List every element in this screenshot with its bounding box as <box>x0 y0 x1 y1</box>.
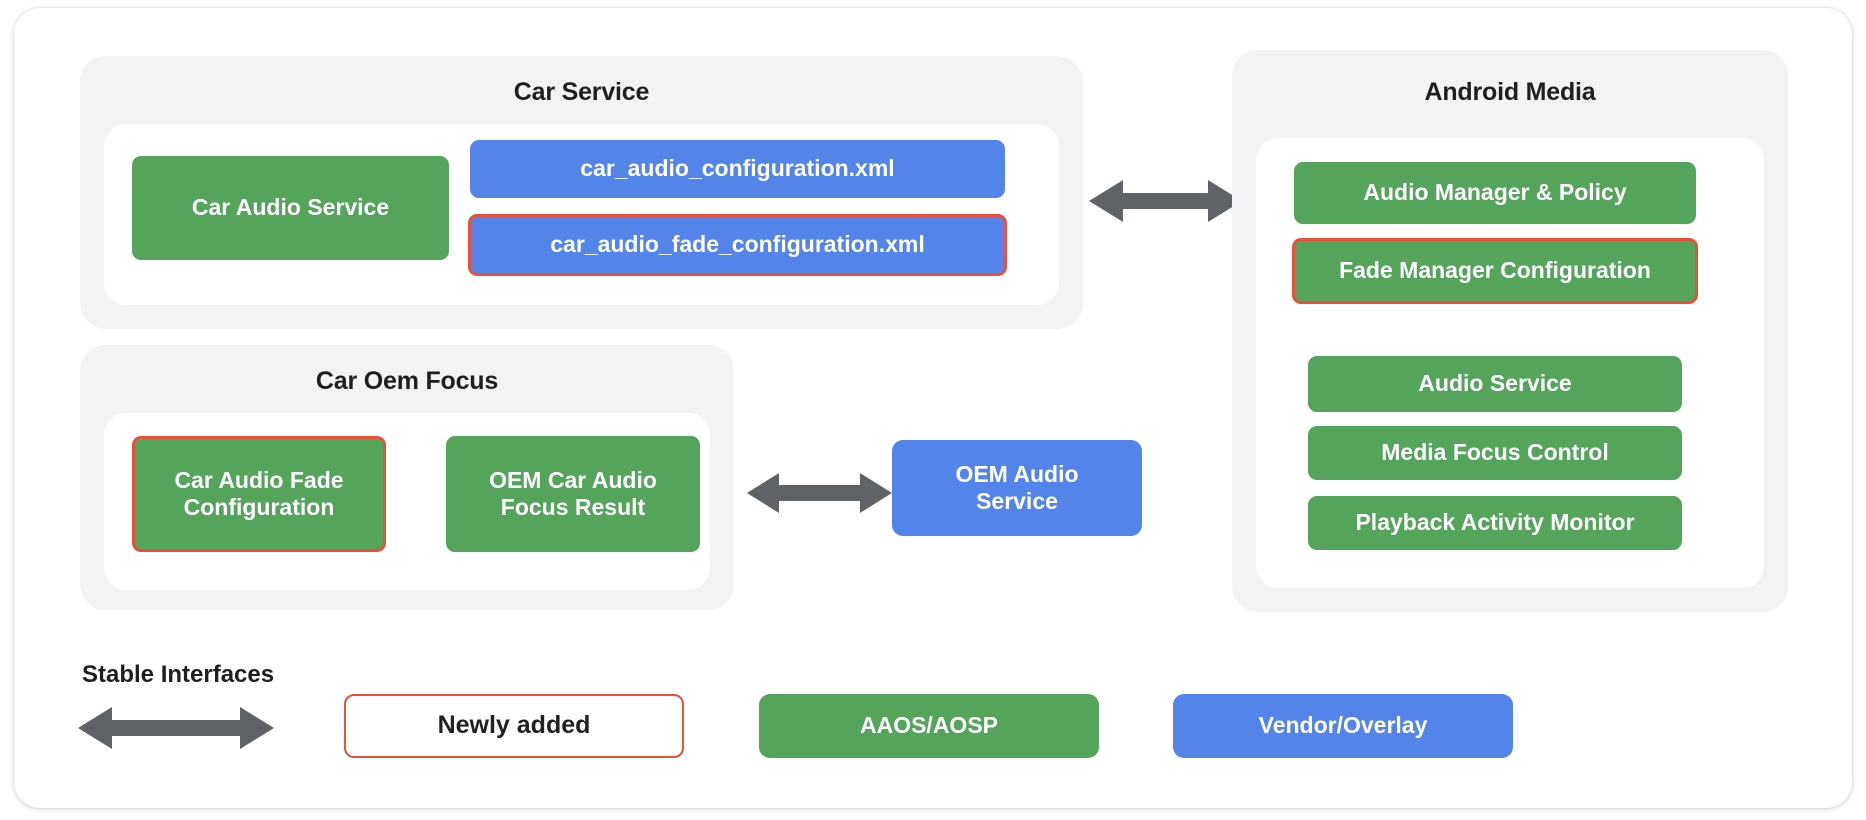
node-car-audio-fade-configuration-xml-label: car_audio_fade_configuration.xml <box>550 231 925 258</box>
node-audio-manager-and-policy[interactable]: Audio Manager & Policy <box>1294 162 1696 224</box>
node-oem-audio-service-label: OEM Audio Service <box>955 460 1079 514</box>
legend-item-vendor-overlay[interactable]: Vendor/Overlay <box>1173 694 1513 758</box>
node-playback-activity-monitor[interactable]: Playback Activity Monitor <box>1308 496 1682 550</box>
node-car-audio-service[interactable]: Car Audio Service <box>132 156 449 260</box>
group-car-oem-focus: Car Oem Focus Car Audio Fade Configurati… <box>80 345 734 610</box>
legend-stable-interfaces-label: Stable Interfaces <box>82 661 275 688</box>
node-car-audio-configuration-xml-label: car_audio_configuration.xml <box>580 155 895 182</box>
android-media-inner-panel: Audio Manager & Policy Fade Manager Conf… <box>1256 138 1764 588</box>
node-fade-manager-configuration[interactable]: Fade Manager Configuration <box>1292 238 1698 304</box>
diagram-card: Car Service Car Audio Service car_audio_… <box>14 8 1852 808</box>
legend-stable-interfaces-arrow-icon <box>78 704 274 752</box>
legend-item-aaos-aosp[interactable]: AAOS/AOSP <box>759 694 1099 758</box>
car-oem-focus-inner-panel: Car Audio Fade Configuration OEM Car Aud… <box>104 413 710 590</box>
node-audio-service[interactable]: Audio Service <box>1308 356 1682 412</box>
node-media-focus-control-label: Media Focus Control <box>1381 439 1609 466</box>
legend-item-vendor-overlay-label: Vendor/Overlay <box>1258 712 1428 739</box>
node-media-focus-control[interactable]: Media Focus Control <box>1308 426 1682 480</box>
node-playback-activity-monitor-label: Playback Activity Monitor <box>1355 509 1635 536</box>
connector-car-oem-focus-to-oem-audio-service <box>747 469 892 517</box>
node-fade-manager-configuration-label: Fade Manager Configuration <box>1339 257 1651 284</box>
connector-car-service-to-android-media <box>1089 176 1242 226</box>
node-oem-audio-service[interactable]: OEM Audio Service <box>892 440 1142 536</box>
group-android-media: Android Media Audio Manager & Policy Fad… <box>1232 50 1788 612</box>
node-audio-service-label: Audio Service <box>1418 370 1572 397</box>
legend-item-newly-added-label: Newly added <box>437 711 591 740</box>
legend-item-aaos-aosp-label: AAOS/AOSP <box>859 712 999 739</box>
group-android-media-title: Android Media <box>1424 78 1596 106</box>
node-car-audio-fade-configuration-xml[interactable]: car_audio_fade_configuration.xml <box>468 214 1007 276</box>
group-car-service-title: Car Service <box>513 78 650 106</box>
node-car-audio-configuration-xml[interactable]: car_audio_configuration.xml <box>470 140 1005 198</box>
node-car-audio-service-label: Car Audio Service <box>191 194 390 221</box>
node-oem-car-audio-focus-result-label: OEM Car Audio Focus Result <box>489 466 657 520</box>
group-car-oem-focus-title: Car Oem Focus <box>315 367 499 395</box>
node-car-audio-fade-configuration[interactable]: Car Audio Fade Configuration <box>132 436 386 552</box>
legend-item-newly-added[interactable]: Newly added <box>344 694 684 758</box>
node-audio-manager-and-policy-label: Audio Manager & Policy <box>1363 179 1627 206</box>
car-service-inner-panel: Car Audio Service car_audio_configuratio… <box>104 124 1059 305</box>
node-oem-car-audio-focus-result[interactable]: OEM Car Audio Focus Result <box>446 436 700 552</box>
group-car-service: Car Service Car Audio Service car_audio_… <box>80 56 1083 329</box>
node-car-audio-fade-configuration-label: Car Audio Fade Configuration <box>174 466 344 520</box>
